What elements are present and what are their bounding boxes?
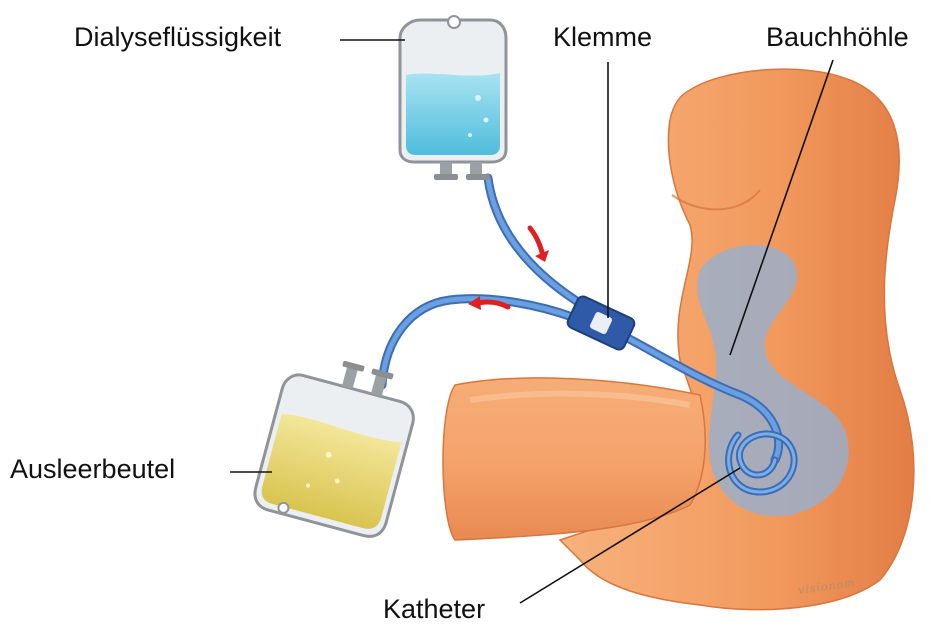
patient-body	[443, 69, 914, 610]
label-dialysate: Dialyseflüssigkeit	[74, 24, 281, 51]
drain-bag	[251, 347, 424, 540]
dialysate-bag	[400, 16, 506, 180]
label-drain-bag: Ausleerbeutel	[10, 456, 175, 483]
label-abdomen: Bauchhöhle	[766, 24, 909, 51]
label-clamp: Klemme	[553, 24, 652, 51]
label-catheter: Katheter	[383, 596, 485, 623]
dialysate-fluid	[406, 73, 500, 155]
clamp	[566, 294, 637, 351]
flow-down-arrow	[530, 228, 549, 262]
